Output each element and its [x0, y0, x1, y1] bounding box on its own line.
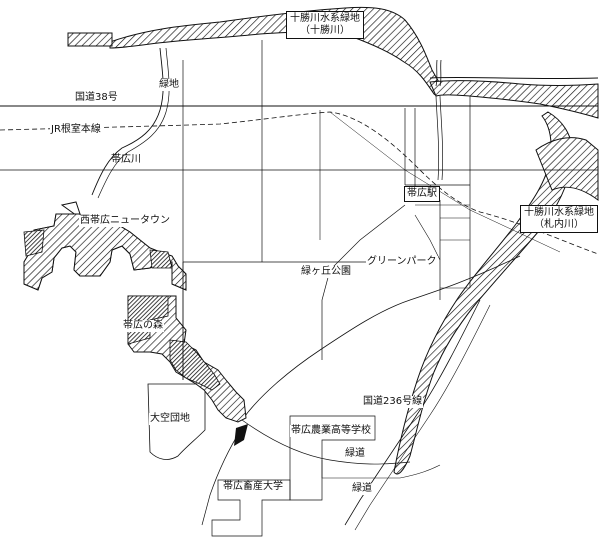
label-ozora-danchi: 大空団地 [149, 413, 191, 425]
label-tokachi-green-tokachi-line2: （十勝川） [300, 25, 350, 36]
label-green-park: グリーンパーク [366, 256, 438, 268]
tokachi-west-block [67, 32, 113, 47]
nishi-obihiro-green-hatch [23, 213, 187, 291]
label-ryokudo-2: 緑道 [351, 483, 373, 495]
label-tokachi-green-tokachi: 十勝川水系緑地 （十勝川） [286, 11, 364, 39]
route236-road-2 [354, 304, 491, 531]
label-obihiro-agri-hs: 帯広農業高等学校 [290, 425, 372, 437]
label-route236: 国道236号線 [362, 396, 424, 408]
label-tokachi-green-satsunai: 十勝川水系緑地 （札内川） [520, 205, 598, 233]
label-obihiro-river: 帯広川 [111, 154, 141, 165]
label-ryokudo-1: 緑道 [344, 448, 366, 460]
chikusan-univ-outline [211, 479, 291, 537]
satsunai-river-upper [535, 137, 599, 201]
creek-top [435, 59, 442, 87]
road-arterial-curve [241, 255, 521, 421]
label-ryokuchi-top: 緑地 [158, 79, 180, 91]
road-diag-station-se [414, 214, 441, 261]
label-obihiro-station: 帯広駅 [404, 186, 440, 202]
label-obihiro-station-text: 帯広駅 [407, 188, 437, 199]
road-diag-station-sw [321, 204, 406, 360]
label-nishi-obihiro-newtown: 西帯広ニュータウン [79, 215, 171, 227]
ryokuchi-path-2 [97, 47, 170, 199]
ryokuchi-path [91, 47, 164, 196]
label-obihiro-forest: 帯広の森 [122, 320, 164, 332]
road-h3 [415, 204, 470, 241]
forest-dense-small [234, 424, 248, 446]
river-channel-lines [435, 95, 444, 181]
ryokudo-south-2 [321, 460, 441, 479]
label-tokachi-green-satsunai-line1: 十勝川水系緑地 [524, 207, 594, 218]
label-route38: 国道38号 [75, 92, 118, 103]
label-tokachi-green-satsunai-line2: （札内川） [534, 219, 584, 230]
nishi-obihiro-dense-block [23, 229, 173, 269]
label-midorigaoka-park: 緑ヶ丘公園 [300, 266, 352, 278]
tokachi-river-east-bank [429, 76, 599, 80]
ryokudo-south-1 [241, 419, 411, 465]
label-tokachi-green-tokachi-line1: 十勝川水系緑地 [290, 13, 360, 24]
tokachi-river-east [429, 80, 599, 119]
jr-nemuro-line [0, 111, 599, 255]
label-jr-nemuro: JR根室本線 [50, 124, 102, 136]
label-obihiro-chikusan-univ: 帯広畜産大学 [222, 481, 284, 493]
